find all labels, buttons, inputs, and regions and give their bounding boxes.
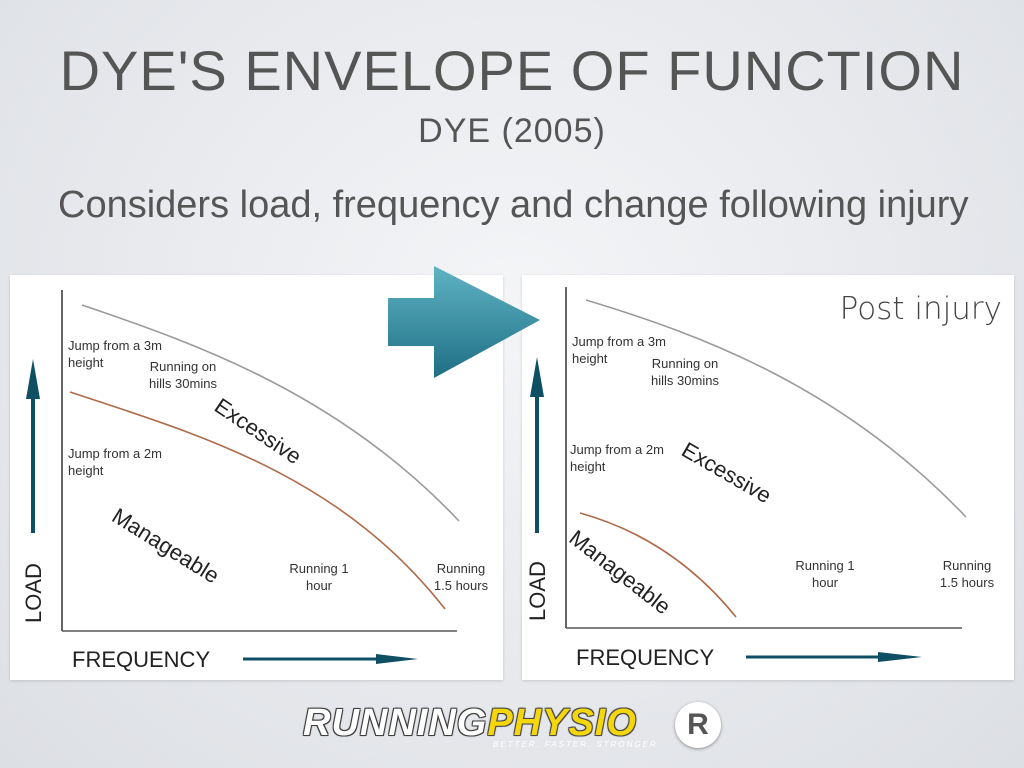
- runningphysio-logo: RUNNINGPHYSIO BETTER. FASTER. STRONGER R: [303, 700, 723, 756]
- label-jump-3m: Jump from a 3m height: [572, 334, 666, 366]
- load-axis-arrow: [530, 357, 544, 533]
- logo-word-running: RUNNING: [303, 702, 488, 744]
- post-injury-label: Post injury: [839, 291, 1002, 327]
- slide-tagline: Considers load, frequency and change fol…: [58, 184, 969, 226]
- load-axis-arrow: [26, 359, 40, 533]
- label-jump-2m: Jump from a 2m height: [570, 442, 664, 474]
- frequency-axis-arrow: [746, 652, 922, 662]
- excessive-boundary-curve: [81, 304, 460, 522]
- pre-injury-diagram-graphics: [26, 290, 460, 664]
- x-axis-label: FREQUENCY: [72, 647, 211, 672]
- frequency-axis-arrow: [243, 654, 418, 664]
- label-running-1-hour: Running 1 hour: [795, 558, 855, 590]
- label-running-hills: Running on hills 30mins: [149, 359, 217, 391]
- right-arrow-icon: [388, 266, 540, 378]
- slide-title: DYE'S ENVELOPE OF FUNCTION: [59, 39, 965, 102]
- label-jump-3m: Jump from a 3m height: [68, 338, 162, 370]
- label-running-1-5-hours: Running 1.5 hours: [939, 558, 995, 590]
- logo-tagline: BETTER. FASTER. STRONGER: [493, 740, 658, 749]
- y-axis-label: LOAD: [525, 561, 550, 621]
- logo-badge-icon: R: [675, 702, 721, 748]
- y-axis-label: LOAD: [21, 563, 46, 623]
- post-injury-diagram: Post injury Jump from a 3m height Runnin…: [522, 275, 1014, 680]
- post-injury-diagram-graphics: [530, 287, 967, 662]
- label-jump-2m: Jump from a 2m height: [68, 446, 162, 478]
- excessive-boundary-curve: [585, 299, 967, 518]
- label-running-1-hour: Running 1 hour: [289, 561, 349, 593]
- manageable-boundary-curve: [579, 512, 737, 618]
- manageable-boundary-curve: [69, 391, 446, 610]
- label-running-hills: Running on hills 30mins: [651, 356, 719, 388]
- logo-wordmark: RUNNINGPHYSIO: [303, 702, 637, 745]
- x-axis-label: FREQUENCY: [576, 645, 715, 670]
- logo-word-physio: PHYSIO: [487, 702, 637, 744]
- label-running-1-5-hours: Running 1.5 hours: [433, 561, 489, 593]
- slide-subtitle: DYE (2005): [418, 112, 606, 150]
